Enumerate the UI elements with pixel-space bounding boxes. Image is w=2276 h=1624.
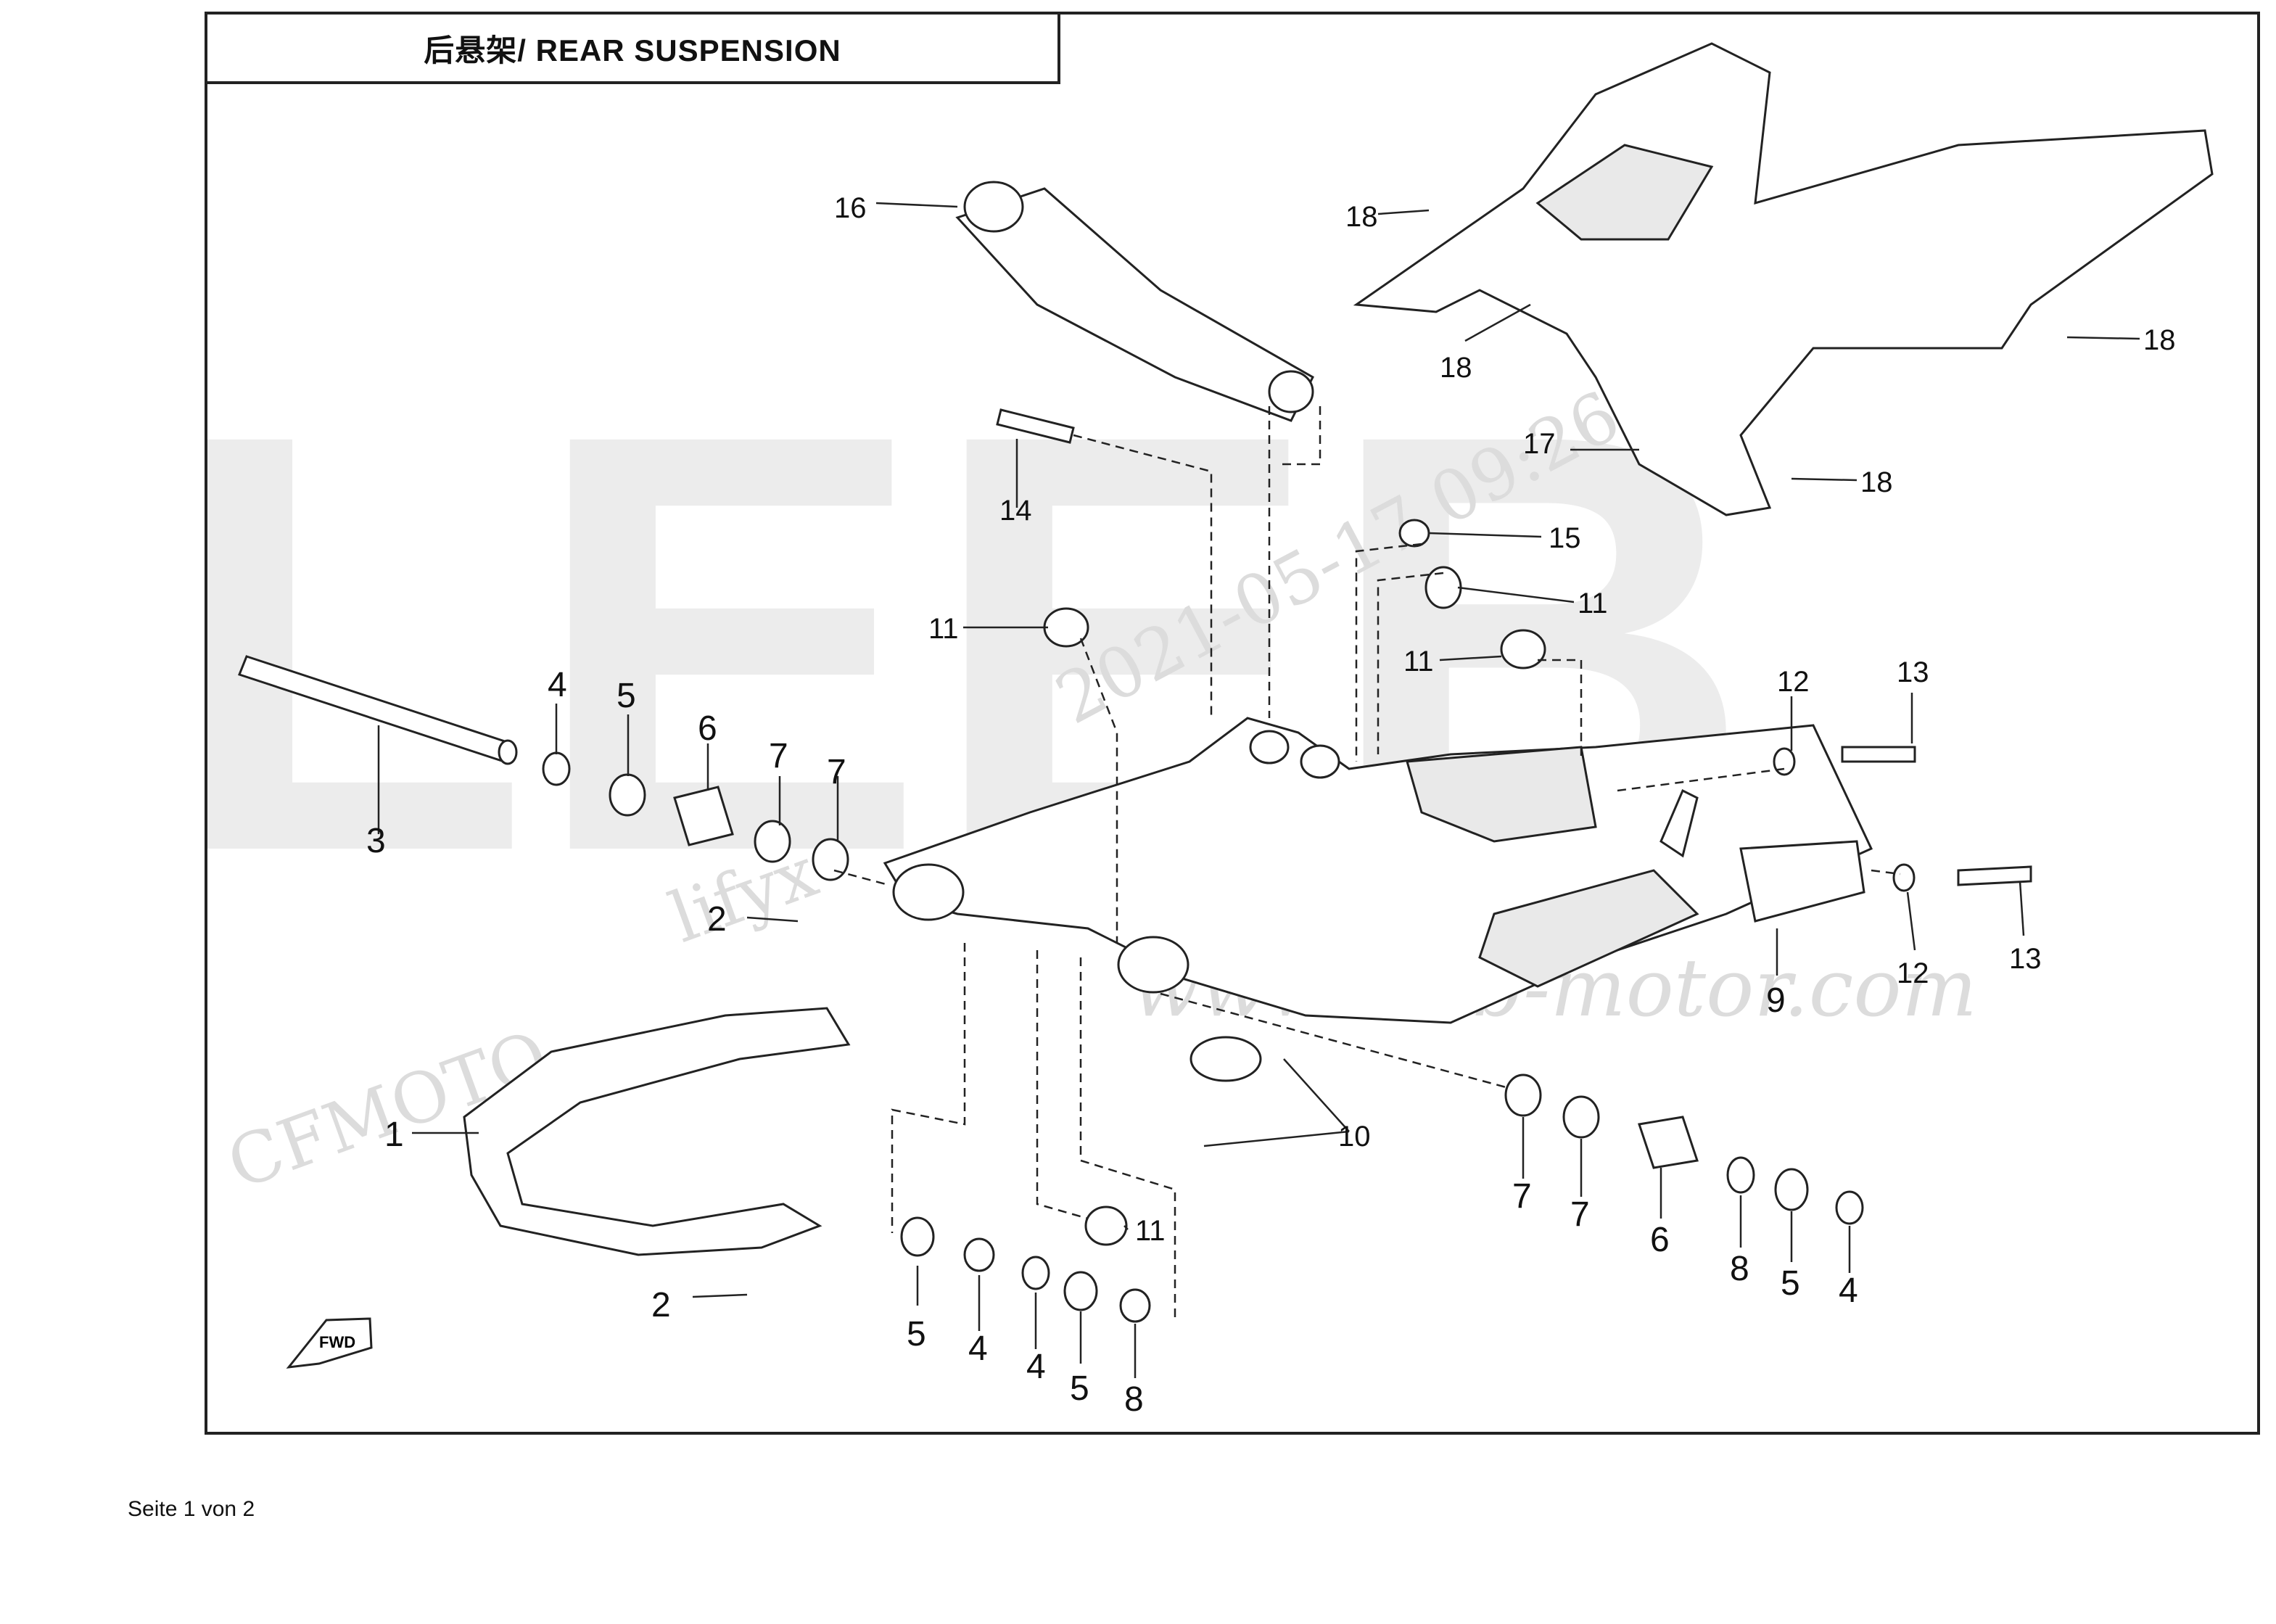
fwd-arrow-label: FWD <box>319 1333 355 1351</box>
callout-5b: 5 <box>907 1315 926 1353</box>
callout-1: 1 <box>384 1116 404 1154</box>
callout-15: 15 <box>1549 522 1581 554</box>
callout-3: 3 <box>366 822 386 860</box>
callout-4c: 4 <box>1026 1348 1046 1386</box>
callout-18b: 18 <box>1440 352 1472 384</box>
callout-7a: 7 <box>769 737 788 775</box>
callout-7d: 7 <box>1570 1195 1590 1234</box>
chain-guard <box>1353 42 2214 516</box>
callout-11c: 11 <box>1403 646 1434 677</box>
callout-5d: 5 <box>1781 1264 1800 1303</box>
callout-18d: 18 <box>1860 466 1893 498</box>
swingarm <box>883 717 1873 1024</box>
chain-slider <box>463 1007 851 1256</box>
callout-8b: 8 <box>1730 1250 1749 1288</box>
callout-18c: 18 <box>2143 324 2176 356</box>
callout-11a: 11 <box>928 613 959 645</box>
callout-4b: 4 <box>968 1330 988 1368</box>
watermark-layer: LEEB www.leeb-motor.com CFMOTO lifyx 202… <box>167 310 1977 1205</box>
callout-2b: 2 <box>651 1286 671 1324</box>
callout-6b: 6 <box>1650 1221 1670 1259</box>
callout-4a: 4 <box>548 666 567 704</box>
callout-7c: 7 <box>1512 1177 1532 1216</box>
callout-9: 9 <box>1766 981 1786 1020</box>
bushings <box>542 408 2032 1323</box>
callout-11b: 11 <box>1578 588 1608 619</box>
callout-4d: 4 <box>1839 1271 1858 1310</box>
rear-shock <box>955 181 1314 422</box>
drawing-frame <box>205 12 2260 1435</box>
callout-10: 10 <box>1338 1121 1371 1153</box>
callout-12b: 12 <box>1897 957 1929 989</box>
callouts: 1 2 2 3 4 4 4 4 5 5 5 5 6 6 7 7 7 7 8 8 … <box>366 192 2176 1419</box>
fwd-arrow: FWD <box>286 1317 373 1369</box>
callout-5c: 5 <box>1070 1369 1089 1408</box>
callout-7b: 7 <box>827 753 846 791</box>
pivot-axle <box>238 655 518 765</box>
callout-16: 16 <box>834 192 867 224</box>
callout-11d: 11 <box>1135 1215 1166 1247</box>
callout-5a: 5 <box>617 677 636 715</box>
callout-17: 17 <box>1523 428 1556 460</box>
callout-6a: 6 <box>698 709 717 748</box>
callout-13a: 13 <box>1897 656 1929 688</box>
page-footer: Seite 1 von 2 <box>128 1497 255 1521</box>
callout-2a: 2 <box>707 900 727 939</box>
leader-lines <box>377 202 2140 1378</box>
title-box: 后悬架/ REAR SUSPENSION <box>205 12 1060 84</box>
callout-18a: 18 <box>1345 201 1378 233</box>
callout-12a: 12 <box>1777 666 1810 698</box>
page-title: 后悬架/ REAR SUSPENSION <box>424 33 841 67</box>
callout-8a: 8 <box>1124 1380 1144 1419</box>
callout-14: 14 <box>999 495 1032 527</box>
callout-13b: 13 <box>2009 943 2042 975</box>
